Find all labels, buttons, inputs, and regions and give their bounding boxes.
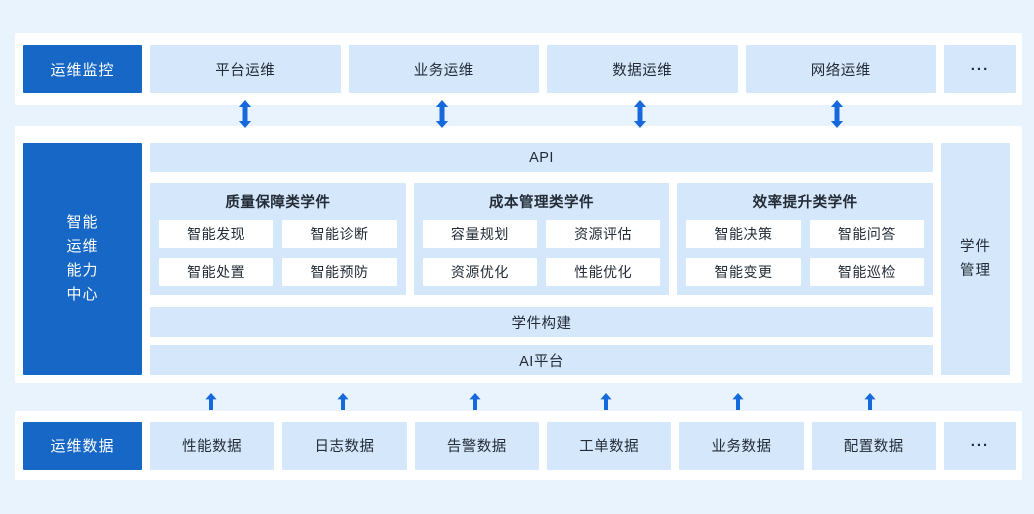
ai-platform-bar: AI平台 — [150, 345, 933, 375]
group-efficiency-improvement: 效率提升类学件 智能决策 智能问答 智能变更 智能巡检 — [677, 183, 934, 295]
group-cost-management: 成本管理类学件 容量规划 资源评估 资源优化 性能优化 — [413, 183, 670, 295]
up-down-arrow-icon — [435, 100, 449, 128]
up-arrow-icon — [864, 393, 876, 410]
group-title: 质量保障类学件 — [225, 195, 331, 211]
learnware-groups: 质量保障类学件 智能发现 智能诊断 智能处置 智能预防 成本管理类学件 容量规划… — [150, 183, 934, 295]
data-layer-label: 运维数据 — [23, 421, 142, 470]
data-layer-card: 运维数据 性能数据 日志数据 告警数据 工单数据 业务数据 配置数据 ... — [15, 411, 1022, 480]
box-business-ops: 业务运维 — [348, 45, 539, 93]
box-platform-ops: 平台运维 — [150, 45, 341, 93]
item-smart-diagnosis: 智能诊断 — [282, 220, 397, 248]
capability-center-label: 智能 运维 能力 中心 — [23, 143, 142, 375]
up-arrow-icon — [600, 393, 612, 410]
capability-label-line: 中心 — [66, 286, 99, 303]
api-bar: API — [150, 143, 933, 172]
ellipsis-icon: ... — [970, 433, 990, 450]
capability-label-line: 智能 — [66, 214, 99, 231]
group-grid: 容量规划 资源评估 资源优化 性能优化 — [422, 220, 661, 286]
item-smart-qa: 智能问答 — [809, 220, 925, 248]
ellipsis-icon: ... — [970, 56, 990, 74]
up-arrow-icon — [732, 393, 744, 410]
box-config-data: 配置数据 — [811, 421, 936, 470]
item-smart-inspection: 智能巡检 — [809, 258, 925, 286]
up-arrow-icon — [337, 393, 349, 410]
monitoring-more-box: ... — [944, 45, 1016, 93]
data-more-box: ... — [943, 421, 1016, 470]
learnware-build-bar: 学件构建 — [150, 307, 933, 337]
group-quality-assurance: 质量保障类学件 智能发现 智能诊断 智能处置 智能预防 — [150, 183, 406, 295]
item-smart-discovery: 智能发现 — [159, 220, 274, 248]
item-smart-prevention: 智能预防 — [282, 258, 397, 286]
box-data-ops: 数据运维 — [547, 45, 738, 93]
monitoring-layer-card: 运维监控 平台运维 业务运维 数据运维 网络运维 ... — [15, 33, 1022, 105]
side-label-line: 学件 — [960, 239, 991, 255]
up-down-arrow-icon — [238, 100, 252, 128]
box-ticket-data: 工单数据 — [546, 421, 672, 470]
side-label-line: 管理 — [960, 263, 991, 279]
box-network-ops: 网络运维 — [745, 45, 936, 93]
learnware-management-label: 学件 管理 — [941, 143, 1010, 375]
item-capacity-planning: 容量规划 — [422, 220, 537, 248]
box-log-data: 日志数据 — [282, 421, 407, 470]
item-smart-handling: 智能处置 — [159, 258, 274, 286]
monitoring-layer-label: 运维监控 — [23, 45, 142, 93]
box-business-data: 业务数据 — [679, 421, 804, 470]
box-alert-data: 告警数据 — [414, 421, 539, 470]
item-resource-optimization: 资源优化 — [422, 258, 537, 286]
up-down-arrow-icon — [633, 100, 647, 128]
group-title: 效率提升类学件 — [752, 195, 858, 211]
capability-center-content: API 质量保障类学件 智能发现 智能诊断 智能处置 智能预防 成本管理类学件 … — [150, 143, 934, 375]
group-grid: 智能决策 智能问答 智能变更 智能巡检 — [686, 220, 925, 286]
capability-label-line: 运维 — [66, 238, 99, 255]
group-grid: 智能发现 智能诊断 智能处置 智能预防 — [159, 220, 397, 286]
box-performance-data: 性能数据 — [150, 421, 275, 470]
up-arrow-icon — [469, 393, 481, 410]
item-performance-optimization: 性能优化 — [546, 258, 661, 286]
up-arrow-icon — [205, 393, 217, 410]
item-resource-evaluation: 资源评估 — [546, 220, 661, 248]
item-smart-decision: 智能决策 — [686, 220, 801, 248]
group-title: 成本管理类学件 — [489, 195, 594, 211]
capability-label-line: 能力 — [66, 262, 99, 279]
capability-center-card: 智能 运维 能力 中心 API 质量保障类学件 智能发现 智能诊断 智能处置 智… — [15, 126, 1022, 383]
up-down-arrow-icon — [830, 100, 844, 128]
item-smart-change: 智能变更 — [686, 258, 801, 286]
